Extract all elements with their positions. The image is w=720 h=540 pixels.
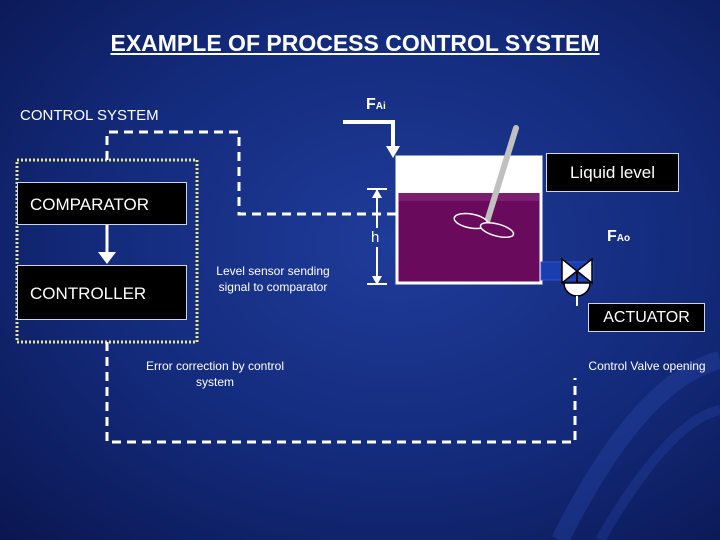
level-symbol: h (371, 229, 380, 246)
valve-caption: Control Valve opening (588, 359, 706, 373)
stirrer-shaft (483, 125, 519, 228)
valve-right-icon (575, 257, 593, 285)
actuator-box: ACTUATOR (588, 303, 705, 332)
liquid-level-label: Liquid level (546, 153, 679, 192)
tank-wall (395, 155, 543, 285)
down-arrow-icon (98, 252, 116, 264)
valve-actuator-icon (563, 282, 591, 297)
sensor-signal-line (105, 130, 428, 216)
stirrer-blade-right (479, 221, 515, 239)
page-title: EXAMPLE OF PROCESS CONTROL SYSTEM (110, 30, 600, 56)
tank-liquid (397, 193, 541, 283)
inlet-pipe (343, 120, 395, 152)
flow-out-label: FAo (607, 228, 631, 245)
comparator-box: COMPARATOR (17, 182, 187, 225)
tank-headspace (397, 157, 541, 193)
actuator-signal-line (105, 342, 577, 444)
sensor-caption: Level sensor sending signal to comparato… (216, 264, 330, 294)
inlet-arrow-icon (386, 146, 400, 158)
error-caption: Error correction by control system (145, 359, 285, 389)
valve-left-icon (561, 257, 579, 285)
control-system-label: CONTROL SYSTEM (20, 107, 159, 124)
controller-box: CONTROLLER (17, 265, 187, 320)
flow-in-label: FAi (366, 96, 386, 113)
